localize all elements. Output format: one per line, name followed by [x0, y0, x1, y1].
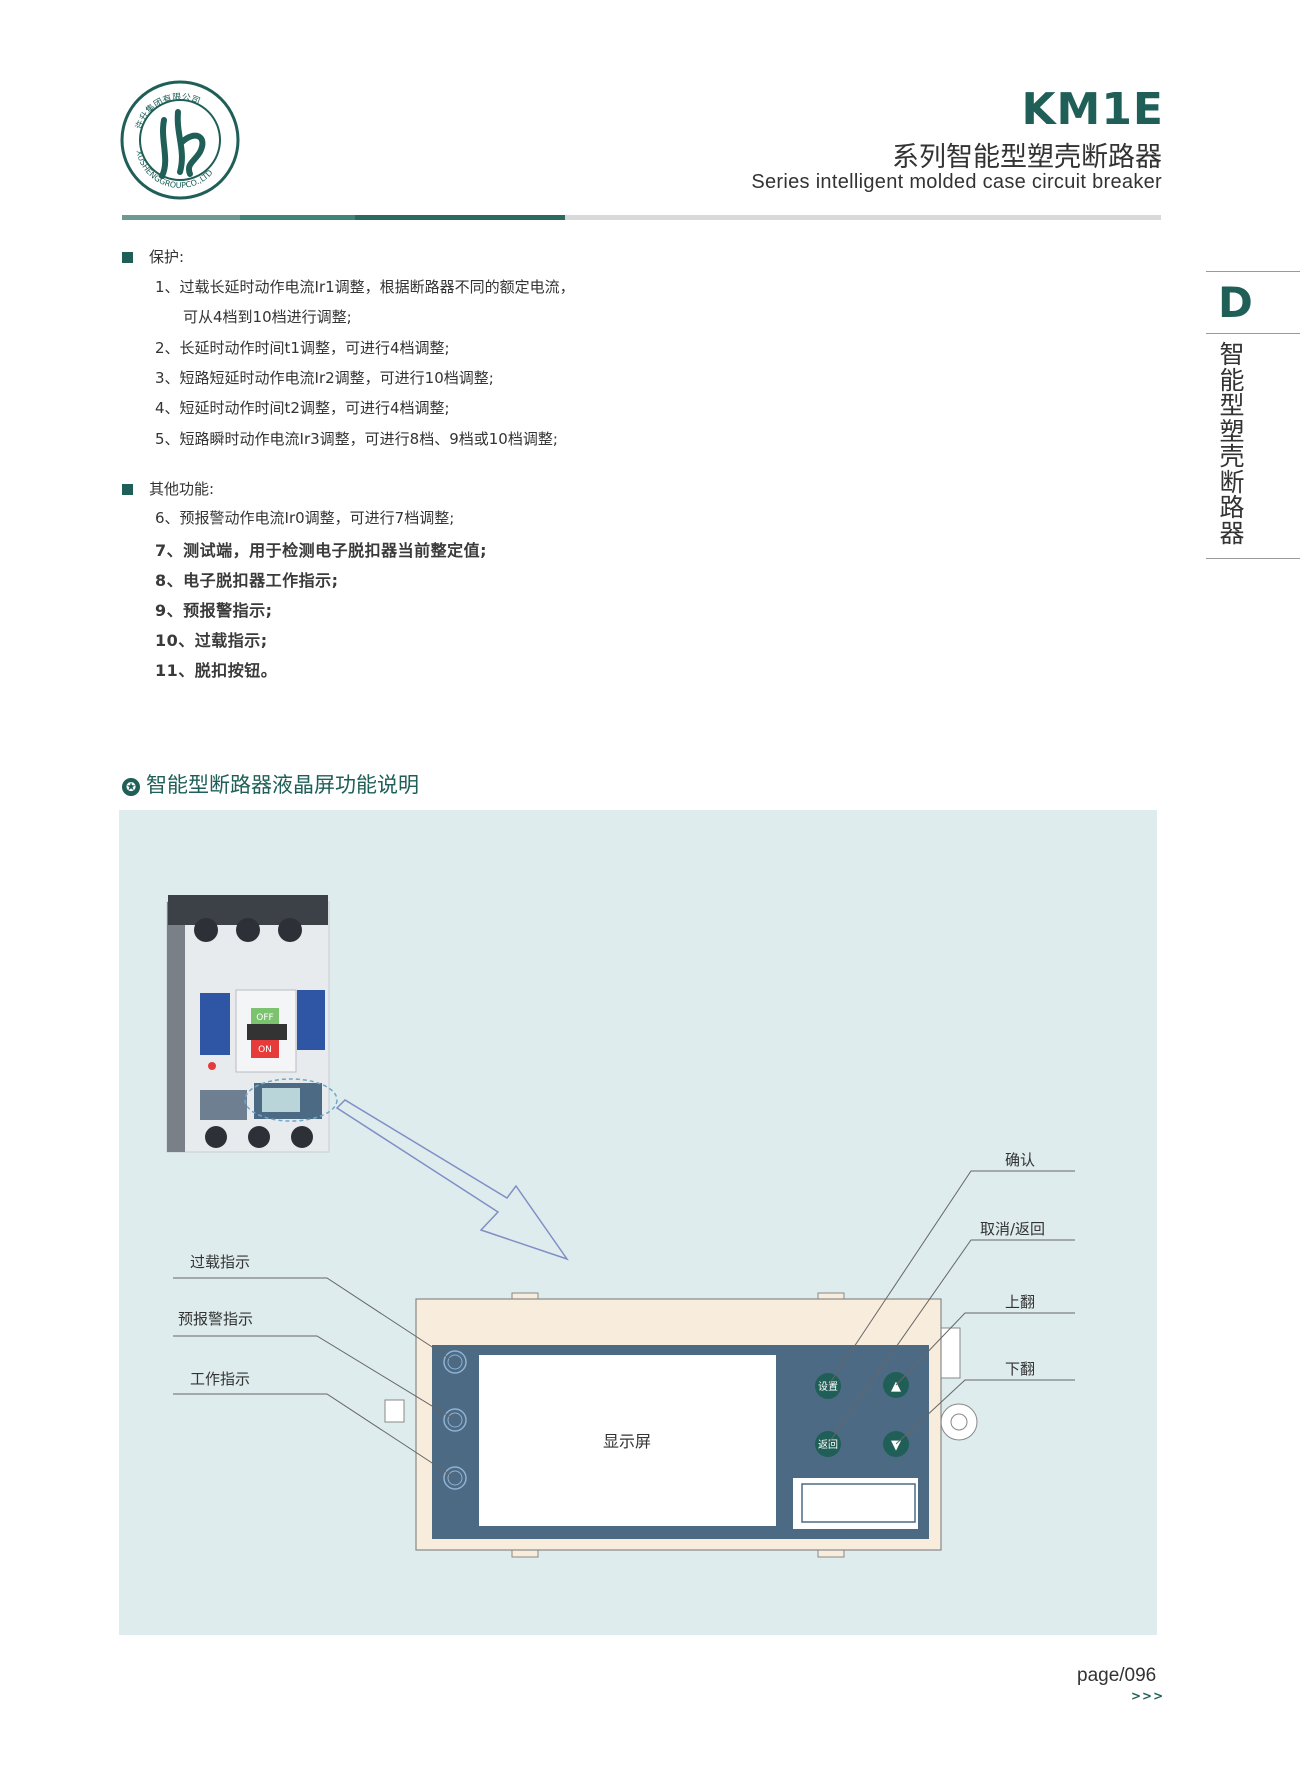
- next-page-arrows-icon: >>>: [1131, 1689, 1165, 1703]
- list-item: 2、长延时动作时间t1调整，可进行4档调整;: [155, 339, 450, 357]
- square-bullet-icon: [122, 484, 133, 495]
- header-rule: [240, 215, 355, 220]
- prealarm-indicator: [443, 1408, 467, 1432]
- other-heading-text: 其他功能:: [149, 480, 215, 498]
- back-button-label: 返回: [818, 1439, 838, 1451]
- list-item: 7、测试端，用于检测电子脱扣器当前整定值;: [155, 541, 488, 560]
- prealarm-indicator-label: 预报警指示: [178, 1310, 253, 1328]
- side-tab-divider: [1206, 333, 1300, 334]
- page-down-label: 下翻: [1005, 1360, 1035, 1378]
- breaker-image: OFF ON: [166, 895, 338, 1153]
- list-item: 6、预报警动作电流Ir0调整，可进行7档调整;: [155, 509, 455, 527]
- breaker-off-label: OFF: [256, 1013, 273, 1023]
- list-item: 5、短路瞬时动作电流Ir3调整，可进行8档、9档或10档调整;: [155, 430, 558, 448]
- lcd-section-title-text: 智能型断路器液晶屏功能说明: [146, 773, 419, 797]
- leader-lines: [173, 1170, 1075, 1479]
- overload-indicator-label: 过载指示: [190, 1253, 250, 1271]
- overload-indicator: [443, 1350, 467, 1374]
- model-name: KM1E: [1021, 84, 1164, 135]
- set-button-label: 设置: [818, 1381, 838, 1393]
- list-item: 8、电子脱扣器工作指示;: [155, 571, 339, 590]
- confirm-label: 确认: [1005, 1151, 1035, 1169]
- list-item: 可从4档到10档进行调整;: [183, 308, 352, 326]
- square-bullet-icon: [122, 252, 133, 263]
- work-indicator: [443, 1466, 467, 1490]
- work-indicator-label: 工作指示: [190, 1370, 250, 1388]
- page-up-label: 上翻: [1005, 1293, 1035, 1311]
- side-tab-divider: [1206, 558, 1300, 559]
- list-item: 11、脱扣按钮。: [155, 661, 278, 680]
- cancel-back-label: 取消/返回: [980, 1220, 1045, 1238]
- arrow-icon: [335, 1099, 569, 1261]
- list-item: 10、过载指示;: [155, 631, 268, 650]
- list-item: 9、预报警指示;: [155, 601, 273, 620]
- star-icon: ✪: [122, 778, 140, 796]
- list-item: 3、短路短延时动作电流Ir2调整，可进行10档调整;: [155, 369, 494, 387]
- side-tab-divider: [1206, 271, 1300, 272]
- protection-heading: 保护:: [122, 246, 184, 267]
- header-rule: [565, 215, 1161, 220]
- title-chinese: 系列智能型塑壳断路器: [892, 142, 1162, 173]
- header-rule: [122, 215, 240, 220]
- list-item: 4、短延时动作时间t2调整，可进行4档调整;: [155, 399, 450, 417]
- protection-heading-text: 保护:: [149, 248, 185, 266]
- breaker-on-label: ON: [258, 1045, 272, 1055]
- title-english: Series intelligent molded case circuit b…: [751, 171, 1162, 193]
- display-screen-label: 显示屏: [603, 1432, 651, 1451]
- side-tab-text: 智能型塑壳断路器: [1219, 340, 1245, 548]
- side-tab-letter: D: [1218, 278, 1253, 327]
- display-screen: [479, 1355, 776, 1526]
- page-number: page/096: [1077, 1665, 1157, 1686]
- header-rule: [355, 215, 565, 220]
- up-arrow-icon: ▲: [891, 1379, 901, 1394]
- list-item: 1、过载长延时动作电流Ir1调整，根据断路器不同的额定电流，: [155, 278, 575, 296]
- lcd-section-title: ✪ 智能型断路器液晶屏功能说明: [122, 769, 419, 799]
- logo-monogram: XS: [180, 143, 183, 145]
- company-logo: 许升集团有限公司 XUSHENGGROUPCO.,LTD XS: [120, 80, 240, 200]
- other-heading: 其他功能:: [122, 478, 214, 499]
- down-arrow-icon: ▼: [891, 1438, 901, 1453]
